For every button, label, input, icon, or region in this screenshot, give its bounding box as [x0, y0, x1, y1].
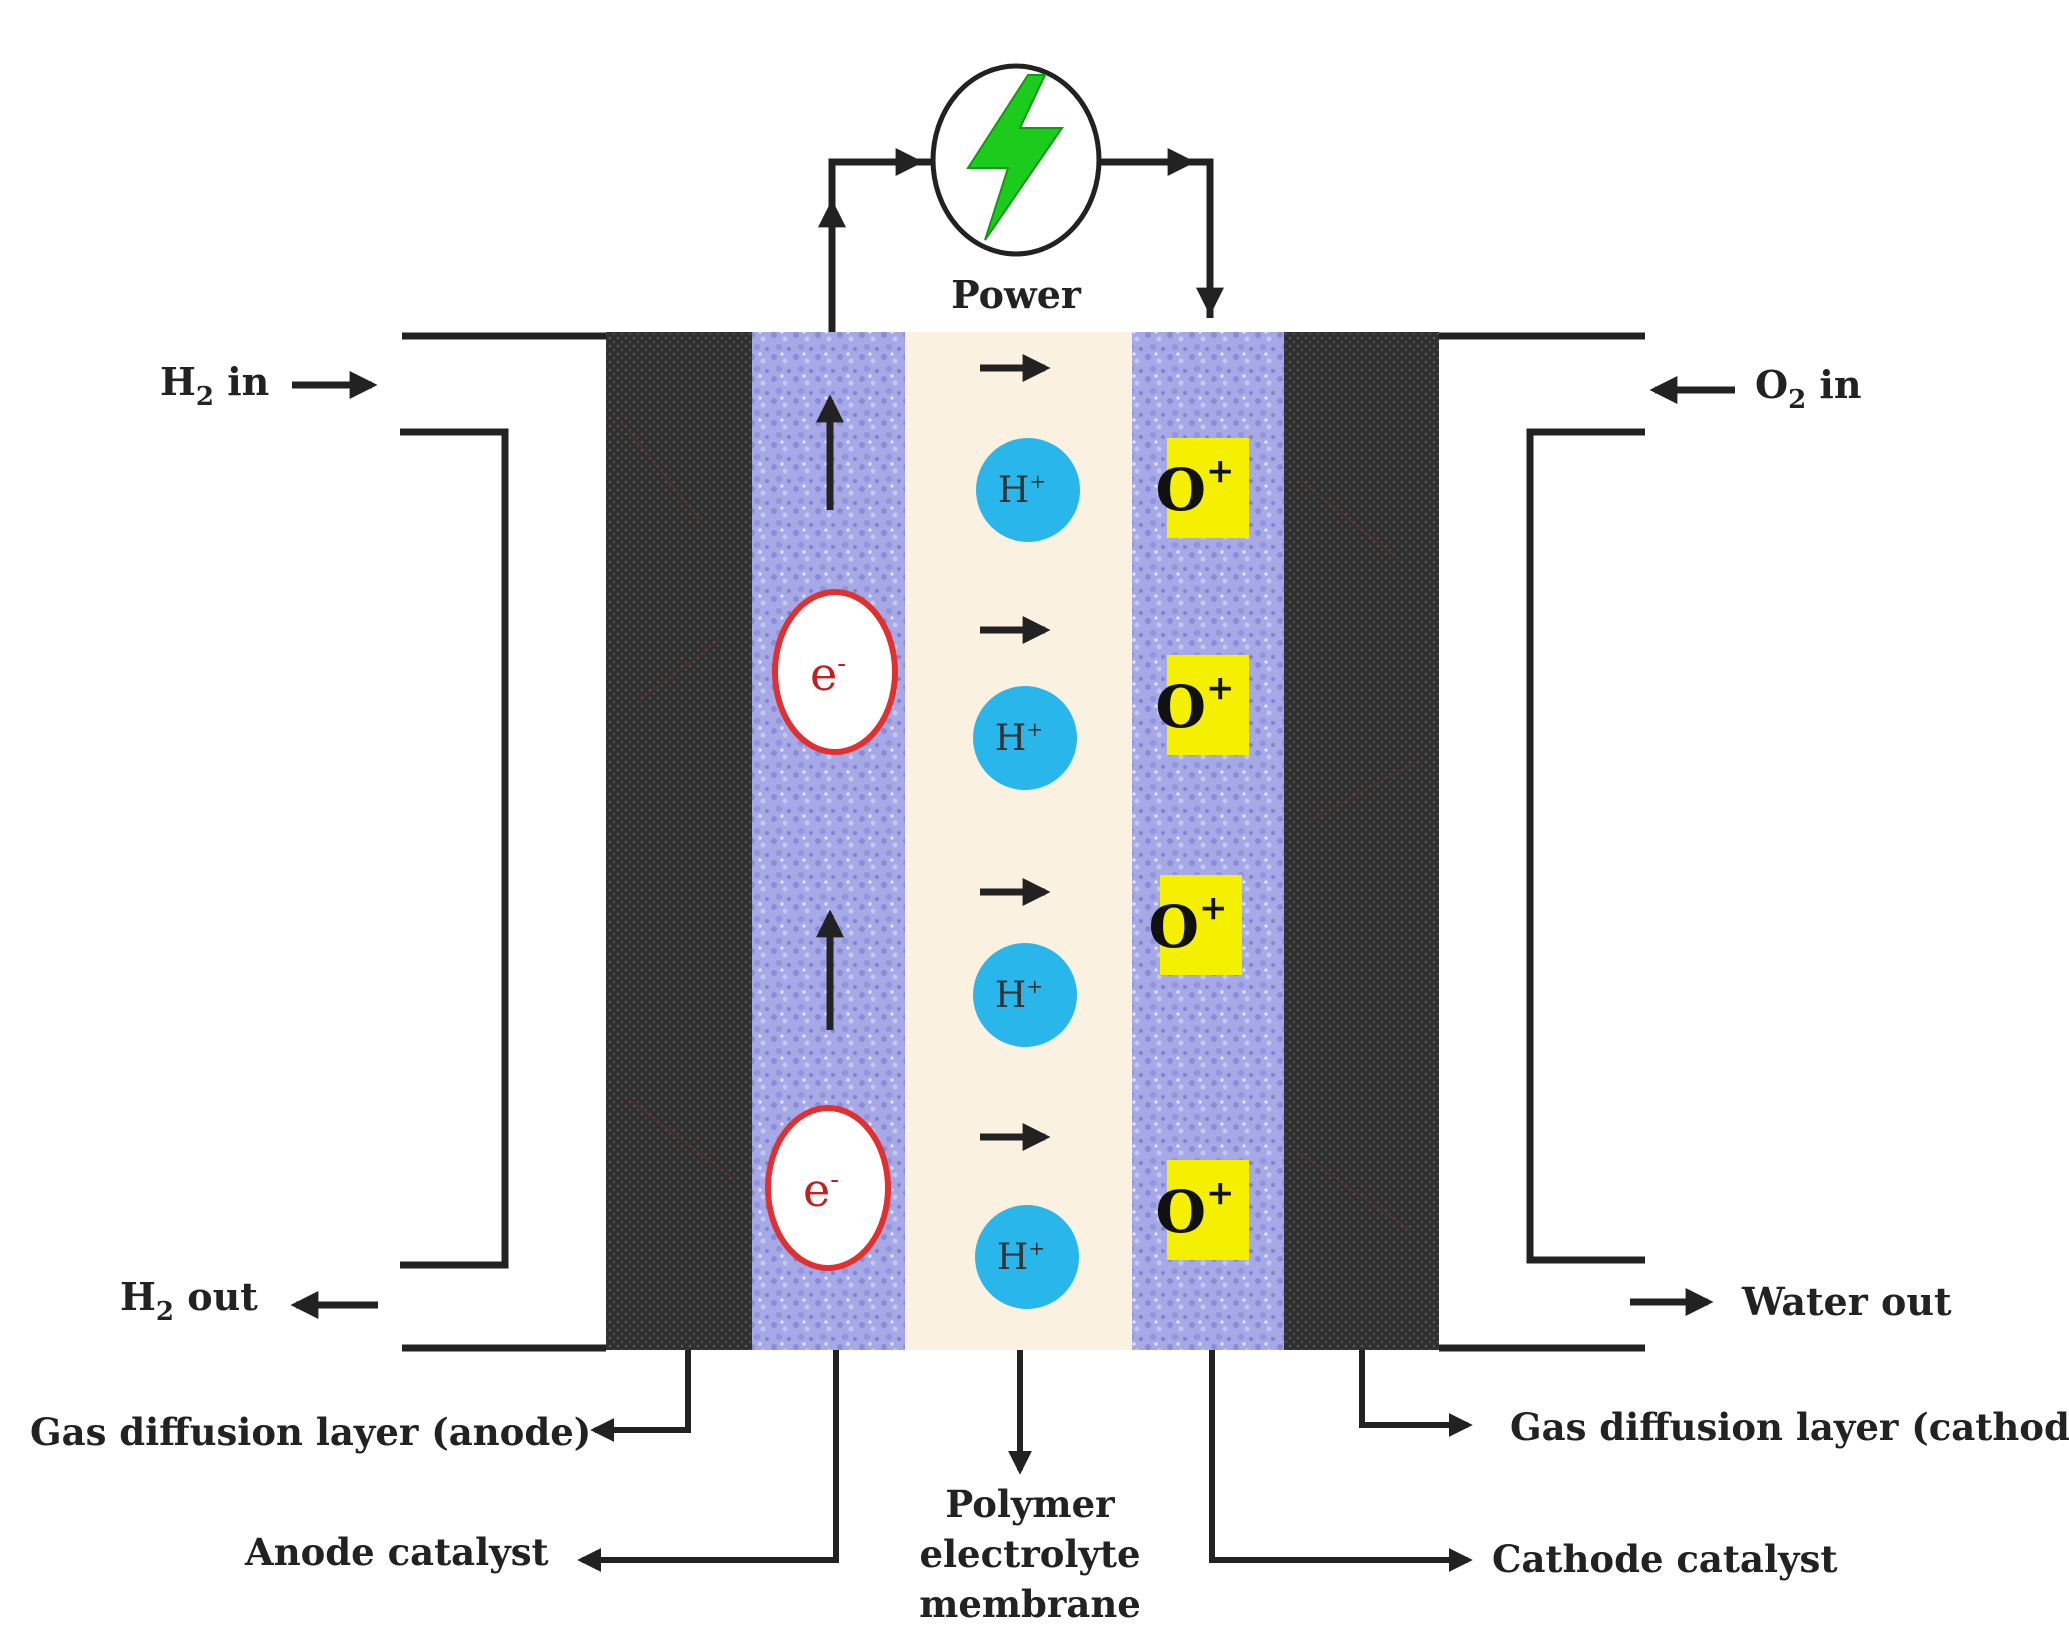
membrane-label-line2: electrolyte — [919, 1532, 1140, 1576]
svg-text:O+: O+ — [1155, 451, 1234, 524]
lightning-bolt-icon — [966, 74, 1064, 241]
oxygen-ion: O+ — [1155, 438, 1249, 538]
svg-text:H+: H+ — [995, 974, 1043, 1016]
gdl-texture — [619, 419, 1421, 1231]
svg-text:e-: e- — [803, 1163, 839, 1217]
gdl-anode-label: Gas diffusion layer (anode) — [30, 1410, 591, 1454]
oxygen-ion: O+ — [1148, 875, 1242, 975]
svg-text:O+: O+ — [1148, 888, 1227, 961]
external-circuit — [818, 148, 1224, 332]
svg-text:O+: O+ — [1155, 1173, 1234, 1246]
svg-text:O+: O+ — [1155, 668, 1234, 741]
svg-text:e-: e- — [810, 647, 846, 701]
oxygen-ion: O+ — [1155, 1160, 1249, 1260]
h2-out-label: H2 out — [120, 1274, 258, 1327]
gdl-cathode-label: Gas diffusion layer (cathode) — [1510, 1405, 2069, 1449]
leader-arrowheads — [577, 1413, 1473, 1572]
cathode-catalyst-label: Cathode catalyst — [1492, 1537, 1837, 1581]
svg-text:H+: H+ — [995, 717, 1043, 759]
svg-text:H+: H+ — [998, 469, 1046, 511]
water-out-label: Water out — [1741, 1279, 1952, 1324]
o2-in-label: O2 in — [1755, 362, 1862, 415]
power-label: Power — [951, 272, 1082, 317]
proton: H+ — [973, 686, 1077, 790]
h2-in-label: H2 in — [160, 359, 269, 412]
membrane-label-line3: membrane — [919, 1582, 1141, 1626]
flow-arrows — [290, 371, 1735, 1319]
gas-diffusion-layer-anode — [606, 332, 752, 1350]
membrane-label-line1: Polymer — [945, 1482, 1115, 1526]
proton: H+ — [976, 438, 1080, 542]
gas-diffusion-layer-cathode — [1284, 332, 1439, 1350]
cell-housing — [400, 332, 1645, 1352]
svg-text:H+: H+ — [997, 1236, 1045, 1278]
anode-catalyst-label: Anode catalyst — [244, 1530, 549, 1574]
electron: e- — [765, 1105, 891, 1271]
proton: H+ — [975, 1205, 1079, 1309]
proton-flow-arrows — [980, 354, 1051, 1151]
proton: H+ — [973, 943, 1077, 1047]
oxygen-ion: O+ — [1155, 655, 1249, 755]
electron: e- — [772, 589, 898, 755]
